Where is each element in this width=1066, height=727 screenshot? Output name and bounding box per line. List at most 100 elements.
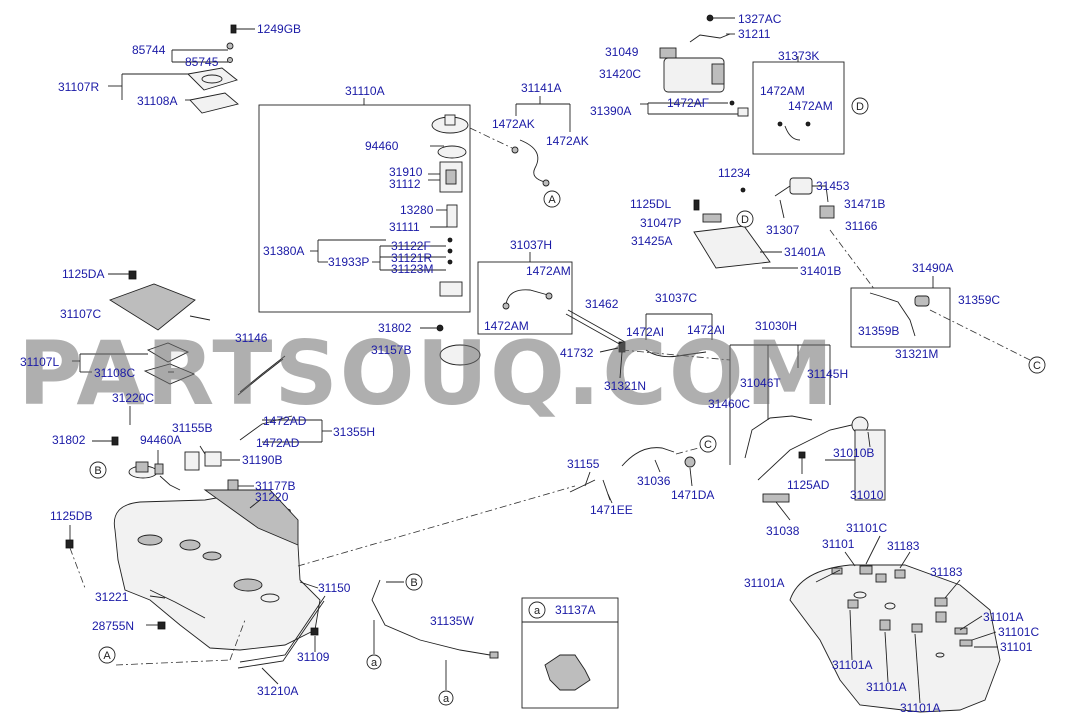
label-31145h: 31145H <box>807 367 848 381</box>
label-1472am-3: 1472AM <box>526 264 571 278</box>
label-31010b: 31010B <box>833 446 874 460</box>
label-31220: 31220 <box>255 490 289 504</box>
label-31135w: 31135W <box>430 614 474 628</box>
label-31107r: 31107R <box>58 80 99 94</box>
label-1472ad-2: 1472AD <box>256 436 300 450</box>
gasket-31038 <box>762 493 790 503</box>
label-31166: 31166 <box>845 219 878 233</box>
label-31211: 31211 <box>738 27 771 41</box>
box-31373k <box>752 61 845 155</box>
label-31107l: 31107L <box>20 355 59 369</box>
label-31030h: 31030H <box>755 319 797 333</box>
heat-shield-31101-group <box>789 564 1001 713</box>
inset-ref-circle <box>528 601 546 619</box>
label-31802-1: 31802 <box>378 321 412 335</box>
callout-a-top-letter: A <box>548 194 556 206</box>
bracket-31049 <box>659 47 677 59</box>
callout-b-harness <box>405 573 423 591</box>
label-31101a-1: 31101A <box>744 576 784 590</box>
ring-31157b <box>439 344 481 366</box>
label-31107c: 31107C <box>60 307 101 321</box>
label-31221: 31221 <box>95 590 129 604</box>
gasket-31108a <box>189 92 239 114</box>
label-1472af: 1472AF <box>667 96 709 110</box>
callout-b-left <box>89 461 107 479</box>
bolt-1327ac <box>706 14 714 22</box>
label-1249gb: 1249GB <box>257 22 301 36</box>
bracket-31425a <box>693 225 771 269</box>
label-31101a-5: 31101A <box>900 701 940 715</box>
label-31121r: 31121R <box>391 251 432 265</box>
label-31010: 31010 <box>850 488 884 502</box>
label-31110a: 31110A <box>345 84 385 98</box>
label-31037c: 31037C <box>655 291 697 305</box>
label-31380a: 31380A <box>263 244 304 258</box>
label-31359c: 31359C <box>958 293 1000 307</box>
top-left-cover-group <box>108 24 255 114</box>
fuel-tank-group <box>65 489 326 669</box>
ref-a-harness-1 <box>366 654 382 670</box>
sender-unit <box>439 281 463 297</box>
label-31109: 31109 <box>297 650 330 664</box>
label-31460c: 31460C <box>708 397 750 411</box>
filler-lines-group <box>565 309 731 361</box>
label-31111: 31111 <box>389 220 420 234</box>
label-31321n: 31321N <box>604 379 646 393</box>
label-31101-1: 31101 <box>822 537 855 551</box>
label-94460: 94460 <box>365 139 399 153</box>
label-31150: 31150 <box>318 581 351 595</box>
box-31037h <box>477 261 573 335</box>
harness-31135w-group <box>371 579 499 690</box>
label-31401b: 31401B <box>800 264 841 278</box>
filter-31111 <box>446 204 458 228</box>
label-31112: 31112 <box>389 177 421 191</box>
label-1472am-1: 1472AM <box>760 84 805 98</box>
bolt-1125da <box>128 270 137 280</box>
callout-d-top-letter: D <box>856 101 864 113</box>
left-plate-group <box>72 270 196 385</box>
callout-c-right-letter: C <box>1033 360 1041 372</box>
label-31122f: 31122F <box>391 239 431 253</box>
label-31390a: 31390A <box>590 104 631 118</box>
label-31910: 31910 <box>389 165 423 179</box>
valve-31155b <box>184 451 200 471</box>
shield-31220 <box>203 489 299 546</box>
inset-ref-letter: a <box>534 605 541 617</box>
valve-31166 <box>819 205 835 219</box>
label-28755n: 28755N <box>92 619 134 633</box>
label-31101a-3: 31101A <box>832 658 872 672</box>
label-31425a: 31425A <box>631 234 672 248</box>
label-31101c-1: 31101C <box>846 521 887 535</box>
canister-group <box>640 14 845 155</box>
label-31321m: 31321M <box>895 347 938 361</box>
bolt-1125db <box>65 539 74 549</box>
valve-31190b <box>204 451 222 467</box>
label-31359b: 31359B <box>858 324 899 338</box>
gasket-31108c <box>143 363 196 385</box>
callout-a-left-letter: A <box>103 650 111 662</box>
label-31155b: 31155B <box>172 421 212 435</box>
ref-a-harness-2 <box>438 690 454 706</box>
label-31046t: 31046T <box>740 376 781 390</box>
label-31307: 31307 <box>766 223 800 237</box>
gasket-31107l <box>146 342 190 363</box>
filler-neck-group <box>297 445 707 567</box>
sender-31220c-group <box>111 406 239 491</box>
label-31047p: 31047P <box>640 216 681 230</box>
label-31471b: 31471B <box>844 197 885 211</box>
part-labels: 1249GB 85744 85745 31107R 31108A 31110A … <box>20 12 1039 715</box>
label-13280: 13280 <box>400 203 434 217</box>
filler-door-31010b <box>854 429 886 501</box>
ref-a-harness-2-letter: a <box>443 693 450 705</box>
box-31490a <box>850 287 951 348</box>
watermark-text: PARTSOUQ.COM <box>18 322 835 425</box>
label-31108c: 31108C <box>94 366 135 380</box>
label-1471ee: 1471EE <box>590 503 633 517</box>
callout-d-mid <box>736 210 754 228</box>
label-1327ac: 1327AC <box>738 12 782 26</box>
label-31933p: 31933P <box>328 255 369 269</box>
box-31490a-group <box>850 276 1031 361</box>
label-31183-2: 31183 <box>930 565 963 579</box>
nut-85745 <box>227 57 233 63</box>
